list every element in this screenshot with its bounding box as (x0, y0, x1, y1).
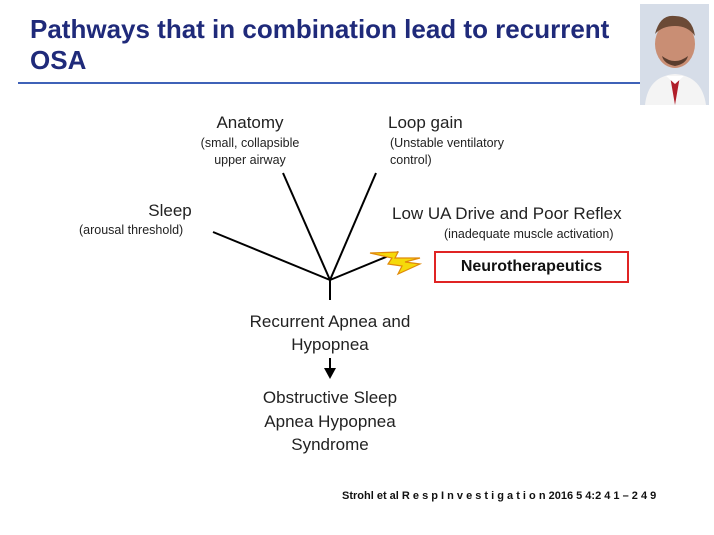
sleep-branch-line (212, 231, 331, 281)
osa-line-2: Apnea Hypopnea (264, 412, 396, 431)
presenter-photo (640, 4, 709, 105)
lightning-bolt-icon (369, 251, 423, 276)
down-arrow-head (324, 368, 336, 379)
anatomy-label: Anatomy (216, 113, 284, 132)
citation: Strohl et al R e s p I n v e s t i g a t… (342, 490, 657, 502)
slide-title: Pathways that in combination lead to rec… (30, 14, 610, 75)
loop-gain-detail-2: control) (390, 153, 432, 167)
anatomy-branch-line (282, 172, 331, 281)
sleep-label: Sleep (148, 201, 192, 220)
recurrent-apnea-line-1: Recurrent Apnea and (249, 312, 411, 331)
recurrent-apnea-line-2: Hypopnea (291, 335, 369, 354)
title-divider (18, 82, 640, 84)
anatomy-detail-2: upper airway (214, 153, 286, 167)
loop-gain-label: Loop gain (388, 113, 463, 132)
osa-line-1: Obstructive Sleep (262, 388, 398, 407)
loop-gain-detail-1: (Unstable ventilatory (390, 136, 504, 150)
ua-drive-label: Low UA Drive and Poor Reflex (392, 204, 622, 223)
neurotherapeutics-box: Neurotherapeutics (434, 251, 629, 283)
ua-drive-detail: (inadequate muscle activation) (444, 227, 614, 241)
sleep-detail: (arousal threshold) (79, 223, 184, 237)
osa-line-3: Syndrome (291, 435, 369, 454)
loop-gain-branch-line (329, 172, 377, 281)
anatomy-detail-1: (small, collapsible (200, 136, 300, 150)
